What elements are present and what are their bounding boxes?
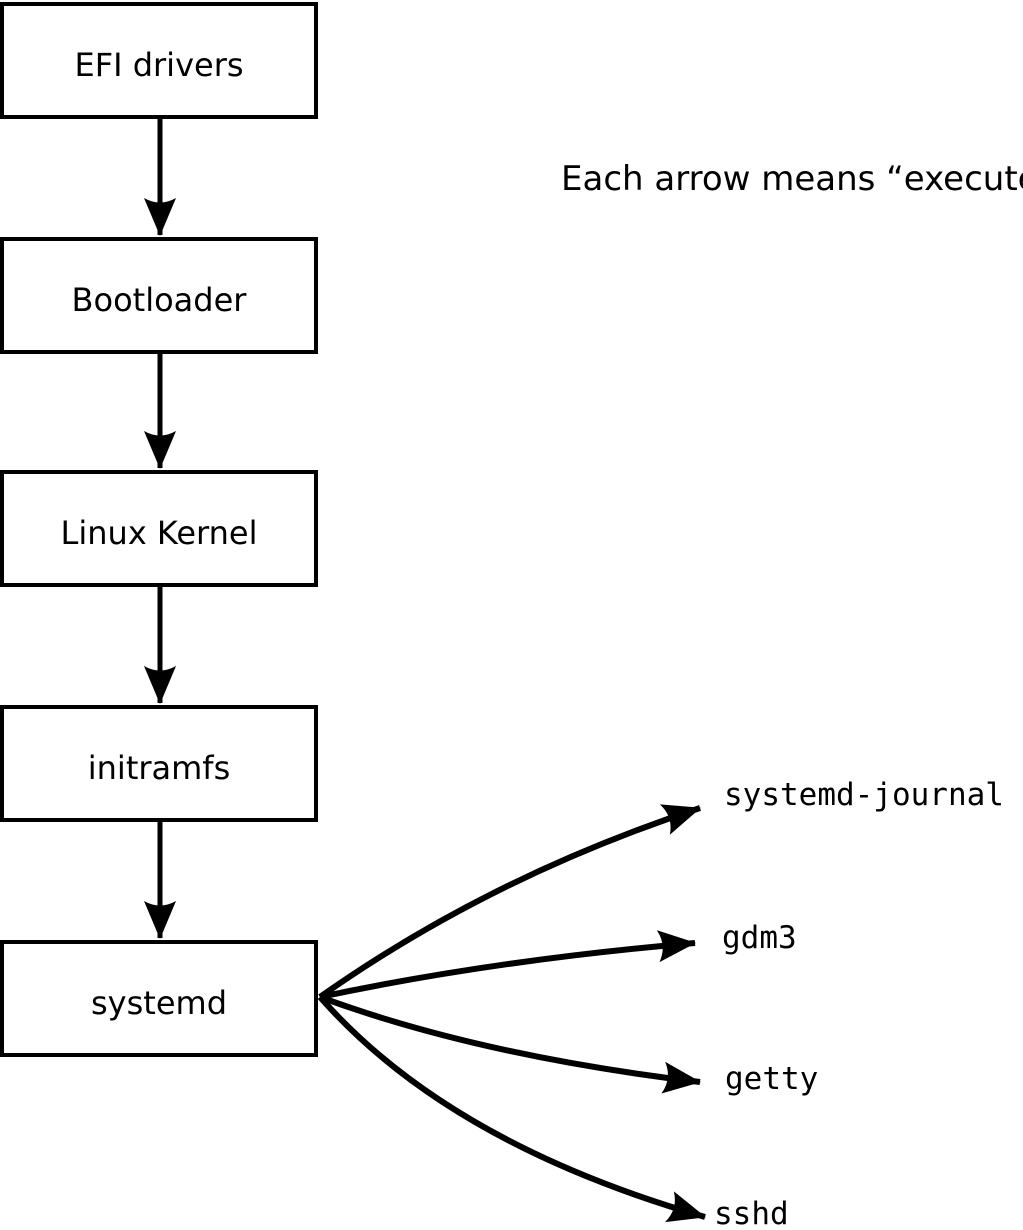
node-systemd: systemd [0,940,318,1057]
edge-systemd-to-gdm3 [319,930,696,1000]
process-label-gdm3: gdm3 [722,920,797,956]
edge-systemd-to-journal [318,804,701,1000]
node-linux-kernel-label: Linux Kernel [60,513,258,552]
edge-systemd-to-getty [318,994,701,1094]
node-bootloader: Bootloader [0,237,318,354]
node-initramfs: initramfs [0,705,318,822]
node-initramfs-label: initramfs [87,748,231,787]
process-label-systemd-journal: systemd-journal [724,777,1004,813]
node-efi-drivers: EFI drivers [0,2,318,119]
node-linux-kernel: Linux Kernel [0,470,318,587]
node-bootloader-label: Bootloader [71,280,247,319]
node-efi-drivers-label: EFI drivers [74,45,244,84]
process-label-getty: getty [725,1061,819,1097]
edge-systemd-to-sshd [317,995,706,1223]
node-systemd-label: systemd [91,983,227,1022]
process-label-sshd: sshd [714,1196,789,1230]
arrow-meaning-note: Each arrow means “executes”. [561,159,1023,199]
